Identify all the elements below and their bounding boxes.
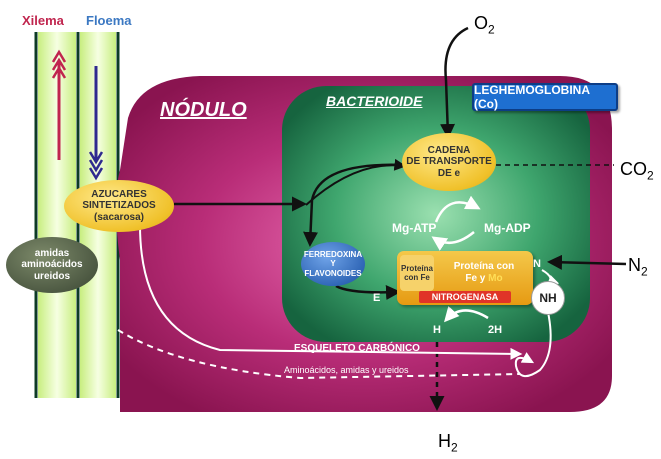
co2-label: CO2 bbox=[620, 159, 654, 183]
mg-atp-label: Mg-ATP bbox=[392, 221, 437, 235]
o2-label: O2 bbox=[474, 13, 495, 37]
mg-adp-label: Mg-ADP bbox=[484, 221, 531, 235]
h2-label: H2 bbox=[438, 431, 458, 455]
nitrogen-label: N bbox=[533, 258, 541, 270]
amides-aminoacids-ureides: amidas aminoácidos ureidos bbox=[6, 237, 98, 293]
ferredoxin-flavonoids: FERREDOXINA Y FLAVONOIDES bbox=[301, 242, 365, 286]
carbon-skeleton-label: ESQUELETO CARBÓNICO bbox=[294, 343, 420, 354]
synthesized-sugars: AZUCARES SINTETIZADOS (sacarosa) bbox=[64, 180, 174, 232]
aminoacids-label: Aminoácidos, amidas y ureidos bbox=[284, 365, 409, 375]
nodule-label: NÓDULO bbox=[160, 99, 247, 121]
hydrogen-label: H bbox=[433, 324, 441, 336]
electron-label: E bbox=[373, 292, 381, 304]
leghemoglobin-box: LEGHEMOGLOBINA (Co) bbox=[472, 83, 618, 111]
two-hydrogen-label: 2H bbox=[488, 324, 503, 336]
electron-transport-chain: CADENA DE TRANSPORTE DE e bbox=[402, 133, 496, 191]
nitrogenase-tag: NITROGENASA bbox=[419, 291, 511, 303]
ammonia-circle: NH bbox=[531, 281, 565, 315]
xylem-label: Xilema bbox=[22, 13, 64, 28]
phloem-label: Floema bbox=[86, 13, 132, 28]
bacteroid-label: BACTERIOIDE bbox=[326, 93, 423, 109]
n2-label: N2 bbox=[628, 255, 648, 279]
